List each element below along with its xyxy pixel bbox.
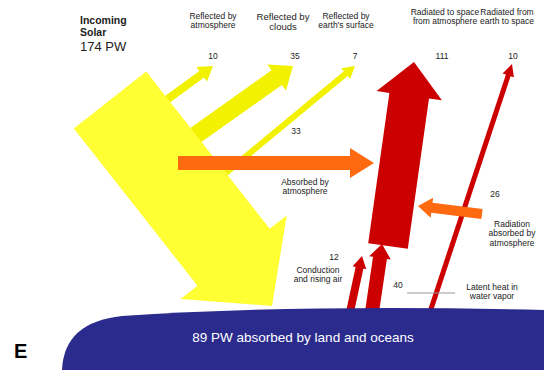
absorbed-arrow: [178, 148, 374, 178]
flow-value: 12: [322, 253, 346, 262]
flow-label: Radiation absorbed by atmosphere: [484, 220, 540, 248]
flow-value: 10: [498, 52, 528, 61]
earth-label: 89 PW absorbed by land and oceans: [62, 308, 544, 345]
flow-value: 33: [281, 127, 311, 136]
flow-label: Radiated to space from atmosphere: [408, 8, 482, 27]
flow-label: Reflected by clouds: [252, 12, 314, 33]
flow-label: Reflected by atmosphere: [177, 12, 249, 31]
flow-label: Reflected by earth's surface: [315, 12, 377, 31]
flow-value: 7: [340, 52, 370, 61]
flow-label: Conduction and rising air: [289, 266, 347, 285]
flow-value: 10: [198, 52, 228, 61]
flow-value: 35: [280, 52, 310, 61]
leader-line: [407, 293, 455, 294]
flow-label: Radiated from earth to space: [478, 8, 536, 27]
radiated-atmosphere-arrow: [368, 62, 442, 249]
panel-letter: E: [14, 340, 44, 362]
flow-value: 111: [427, 52, 457, 61]
flow-label: Absorbed by atmosphere: [269, 178, 341, 197]
flow-value: 40: [383, 281, 413, 290]
total-value: 174 PW: [80, 40, 150, 54]
flow-value: 26: [480, 190, 510, 199]
incoming-solar-arrow: [74, 72, 287, 306]
latent-heat-arrow: [365, 244, 391, 313]
radiated-earth-arrow: [428, 64, 514, 313]
earth-band: 89 PW absorbed by land and oceans: [62, 308, 544, 370]
absorbed-radiation-arrow: [418, 198, 483, 219]
flow-label: Latent heat in water vapor: [455, 283, 529, 302]
conduction-arrow: [346, 256, 366, 313]
title-label: Incoming Solar: [80, 15, 140, 38]
